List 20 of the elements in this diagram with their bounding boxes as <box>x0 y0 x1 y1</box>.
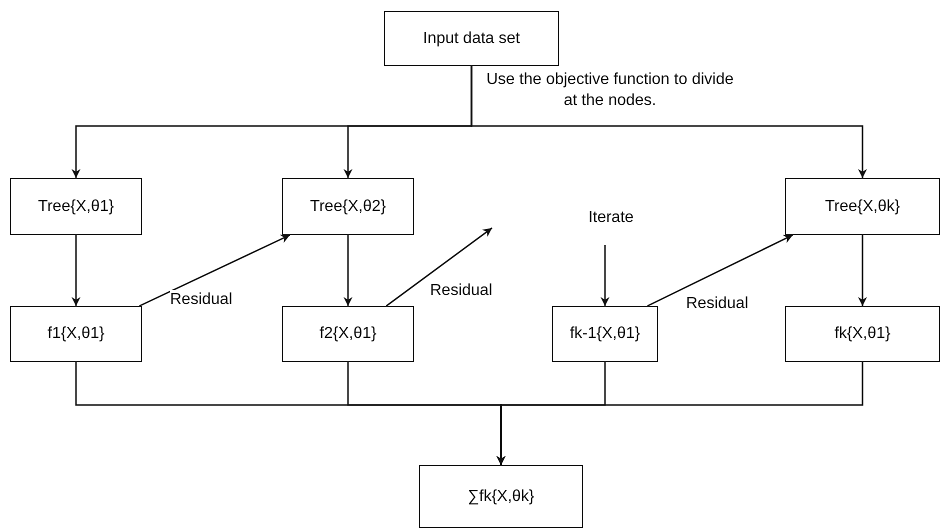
arrow <box>496 362 864 465</box>
arrow <box>344 235 352 306</box>
process-box: ∑fk{X,θk} <box>419 465 583 528</box>
process-box: fk-1{X,θ1} <box>552 306 658 362</box>
node-text: Iterate <box>578 205 644 231</box>
arrow <box>139 234 290 307</box>
arrow <box>72 235 80 306</box>
process-box: f1{X,θ1} <box>10 306 142 362</box>
process-box: f2{X,θ1} <box>282 306 414 362</box>
arrow <box>647 234 794 307</box>
arrow <box>600 245 610 306</box>
branch-arrow <box>470 66 867 178</box>
process-box: Tree{X,θ2} <box>282 178 414 235</box>
arrow <box>386 227 492 307</box>
process-box: Tree{X,θk} <box>785 178 940 235</box>
process-box: Tree{X,θ1} <box>10 178 142 235</box>
annotation-text: Use the objective function to divide at the nodes. <box>485 70 735 111</box>
process-box: Input data set <box>384 11 559 66</box>
process-box: fk{X,θ1} <box>785 306 940 362</box>
arrow <box>858 235 867 306</box>
